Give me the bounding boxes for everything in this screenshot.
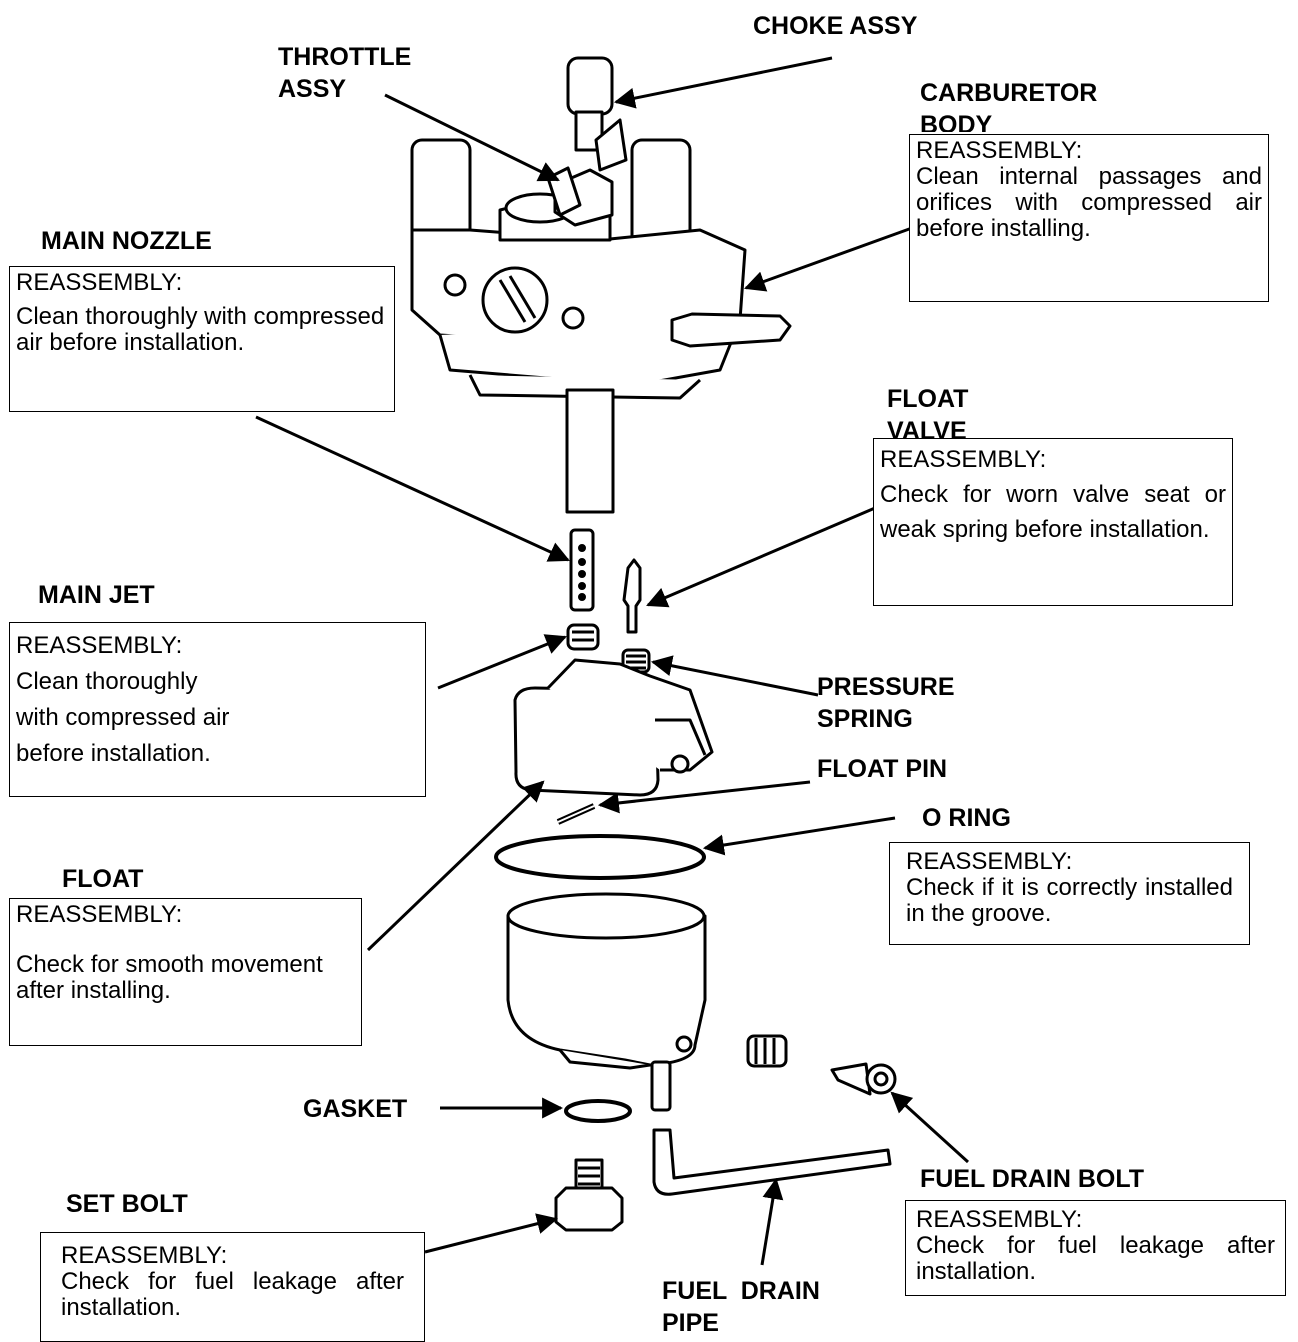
label-o-ring: O RING — [922, 804, 1011, 832]
carburetor-body-part — [410, 138, 792, 400]
main-jet-part — [566, 623, 600, 651]
note-title: REASSEMBLY: — [16, 269, 183, 296]
note-main-jet: REASSEMBLY: Clean thoroughly with compre… — [9, 622, 426, 797]
leader-fuel-drain-pipe — [760, 1177, 784, 1266]
label-fuel-drain-bolt: FUEL DRAIN BOLT — [920, 1165, 1145, 1193]
note-title: REASSEMBLY: — [16, 632, 183, 659]
gasket-part — [564, 1099, 632, 1123]
leader-float-pin — [597, 780, 811, 814]
label-fuel-drain-pipe-line1: FUEL DRAIN — [662, 1277, 820, 1305]
leader-float — [366, 780, 545, 952]
label-carburetor-line1: CARBURETOR — [920, 79, 1098, 107]
note-title: REASSEMBLY: — [880, 446, 1047, 473]
leader-fuel-drain-bolt — [890, 1091, 970, 1164]
label-throttle-line2: ASSY — [278, 75, 347, 103]
note-title: REASSEMBLY: — [916, 137, 1083, 164]
note-o-ring: REASSEMBLY: Check if it is correctly ins… — [889, 842, 1250, 945]
note-line-3: before installation. — [16, 740, 211, 767]
leader-float-valve — [646, 506, 876, 608]
set-bolt-part — [554, 1158, 624, 1232]
carburetor-tube — [565, 388, 615, 514]
float-bowl-part — [506, 892, 707, 1112]
note-body: Check for smooth movement after installi… — [16, 951, 323, 1004]
o-ring-part — [494, 834, 706, 880]
note-body: Check for worn valve seat or weak spring… — [880, 481, 1226, 543]
note-float-valve: REASSEMBLY: Check for worn valve seat or… — [873, 438, 1233, 606]
note-body: Check for fuel leakage after installatio… — [916, 1232, 1275, 1285]
note-line-2: with compressed air — [16, 704, 230, 731]
leader-main-nozzle — [255, 415, 570, 562]
leader-carb-body — [744, 226, 913, 292]
label-fuel-drain-pipe-line2: PIPE — [662, 1309, 719, 1335]
note-fuel-drain-bolt: REASSEMBLY: Check for fuel leakage after… — [905, 1200, 1286, 1296]
label-carburetor-line2: BODY — [920, 111, 993, 132]
leader-main-jet — [437, 634, 567, 690]
leader-o-ring — [702, 816, 896, 856]
leader-choke — [613, 56, 833, 109]
note-body: Check for fuel leakage after installatio… — [61, 1268, 404, 1321]
note-line-1: Clean thoroughly — [16, 668, 198, 695]
note-set-bolt: REASSEMBLY: Check for fuel leakage after… — [40, 1232, 425, 1342]
choke-assy-part — [566, 56, 628, 172]
note-float: REASSEMBLY: Check for smooth movement af… — [9, 898, 362, 1046]
label-main-jet: MAIN JET — [38, 581, 155, 609]
leader-throttle — [384, 93, 560, 182]
label-gasket: GASKET — [303, 1095, 408, 1123]
main-nozzle-part — [569, 528, 595, 612]
label-float-valve-line2: VALVE — [887, 417, 967, 440]
float-valve-part — [622, 558, 642, 634]
label-choke-assy: CHOKE ASSY — [753, 12, 918, 40]
leader-pressure-spring — [650, 655, 819, 697]
note-title: REASSEMBLY: — [906, 848, 1073, 875]
drain-spring-part — [746, 1034, 788, 1068]
note-body: Check if it is correctly installed in th… — [906, 874, 1233, 927]
fuel-drain-pipe-part — [652, 1128, 892, 1196]
note-title: REASSEMBLY: — [916, 1206, 1083, 1233]
note-body: Clean internal passages and orifices wit… — [916, 163, 1262, 242]
note-body: Clean thoroughly with compressed air bef… — [16, 303, 385, 356]
label-float-valve-line1: FLOAT — [887, 385, 969, 413]
note-main-nozzle: REASSEMBLY: Clean thoroughly with compre… — [9, 266, 395, 412]
note-carburetor-body: REASSEMBLY: Clean internal passages and … — [909, 134, 1269, 302]
label-throttle-line1: THROTTLE — [278, 43, 412, 71]
leader-set-bolt — [424, 1213, 559, 1254]
label-float: FLOAT — [62, 865, 144, 893]
label-main-nozzle: MAIN NOZZLE — [41, 227, 212, 255]
note-title: REASSEMBLY: — [61, 1242, 228, 1269]
label-set-bolt: SET BOLT — [66, 1190, 188, 1218]
label-pressure-spring-line2: SPRING — [817, 705, 913, 733]
note-title: REASSEMBLY: — [16, 901, 183, 928]
label-pressure-spring-line1: PRESSURE — [817, 673, 955, 701]
label-float-pin: FLOAT PIN — [817, 755, 948, 783]
float-part — [513, 658, 714, 797]
fuel-drain-bolt-part — [830, 1062, 897, 1096]
